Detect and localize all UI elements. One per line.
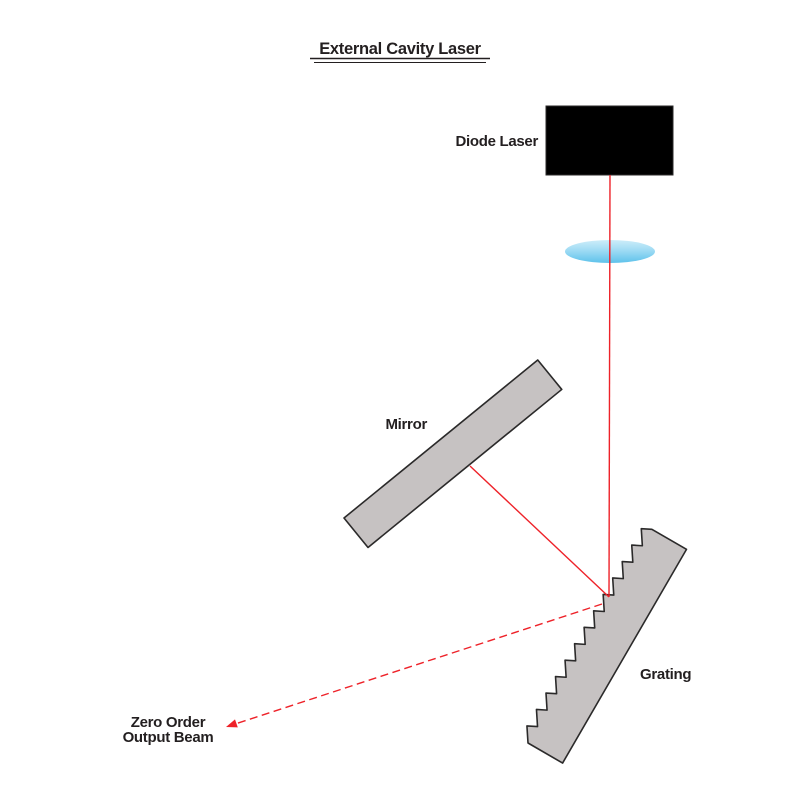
zero-order-label-line1: Zero Order — [131, 714, 206, 731]
beam-diode-to-grating — [608, 174, 611, 598]
mirror-label: Mirror — [385, 416, 427, 433]
zero-order-beam-dashed — [236, 603, 603, 725]
beam-mirror-to-grating — [469, 465, 610, 598]
zero-order-label-line2: Output Beam — [123, 729, 214, 746]
diagram-title: External Cavity Laser — [319, 40, 481, 58]
diode-laser-label: Diode Laser — [455, 133, 538, 150]
diode-laser-block — [545, 105, 674, 176]
grating-shape — [526, 527, 688, 764]
mirror-group — [343, 359, 563, 549]
zero-order-arrowhead-icon — [226, 719, 238, 728]
grating-label: Grating — [640, 666, 691, 683]
grating-group — [526, 527, 688, 764]
mirror-shape — [343, 359, 563, 549]
